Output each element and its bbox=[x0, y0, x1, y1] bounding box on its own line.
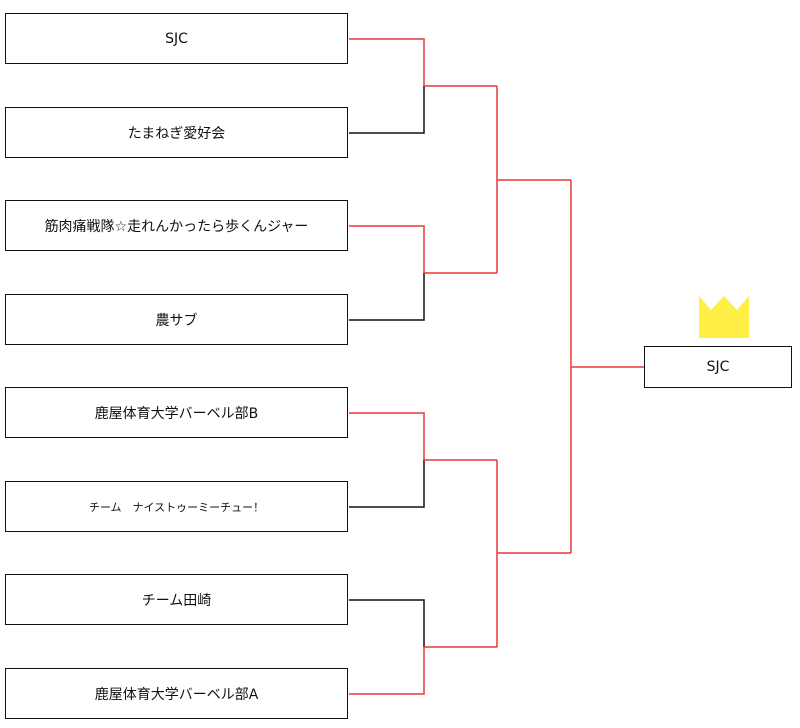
line-r1-m3-team1 bbox=[349, 412, 425, 460]
team-name: 筋肉痛戦隊☆走れんかったら歩くんジャー bbox=[44, 218, 309, 235]
team-name: 農サブ bbox=[155, 312, 198, 329]
line-r1-m3-team2 bbox=[349, 460, 425, 508]
line-r1-m4-team1 bbox=[349, 599, 425, 647]
team-box-7: チーム田崎 bbox=[5, 574, 348, 625]
team-name: SJC bbox=[165, 30, 188, 47]
team-name: チーム田崎 bbox=[141, 592, 212, 609]
team-name: たまねぎ愛好会 bbox=[127, 125, 226, 142]
team-box-1: SJC bbox=[5, 13, 348, 64]
team-box-6: チーム ナイストゥーミーチュー！ bbox=[5, 481, 348, 532]
team-box-8: 鹿屋体育大学バーベル部A bbox=[5, 668, 348, 719]
line-r1-m1-team1 bbox=[349, 38, 425, 86]
champion-name: SJC bbox=[706, 359, 730, 375]
team-box-4: 農サブ bbox=[5, 294, 348, 345]
line-r1-m2-team1 bbox=[349, 225, 425, 273]
team-name: チーム ナイストゥーミーチュー！ bbox=[88, 500, 265, 514]
line-r1-m4-team2 bbox=[349, 647, 425, 695]
team-box-2: たまねぎ愛好会 bbox=[5, 107, 348, 158]
team-name: 鹿屋体育大学バーベル部B bbox=[94, 405, 259, 422]
crown-icon bbox=[699, 296, 749, 338]
team-box-5: 鹿屋体育大学バーベル部B bbox=[5, 387, 348, 438]
team-name: 鹿屋体育大学バーベル部A bbox=[94, 686, 259, 703]
line-r1-m2-team2 bbox=[349, 273, 425, 321]
line-r1-m1-team2 bbox=[349, 86, 425, 134]
team-box-3: 筋肉痛戦隊☆走れんかったら歩くんジャー bbox=[5, 200, 348, 251]
champion-box: SJC bbox=[644, 346, 792, 388]
